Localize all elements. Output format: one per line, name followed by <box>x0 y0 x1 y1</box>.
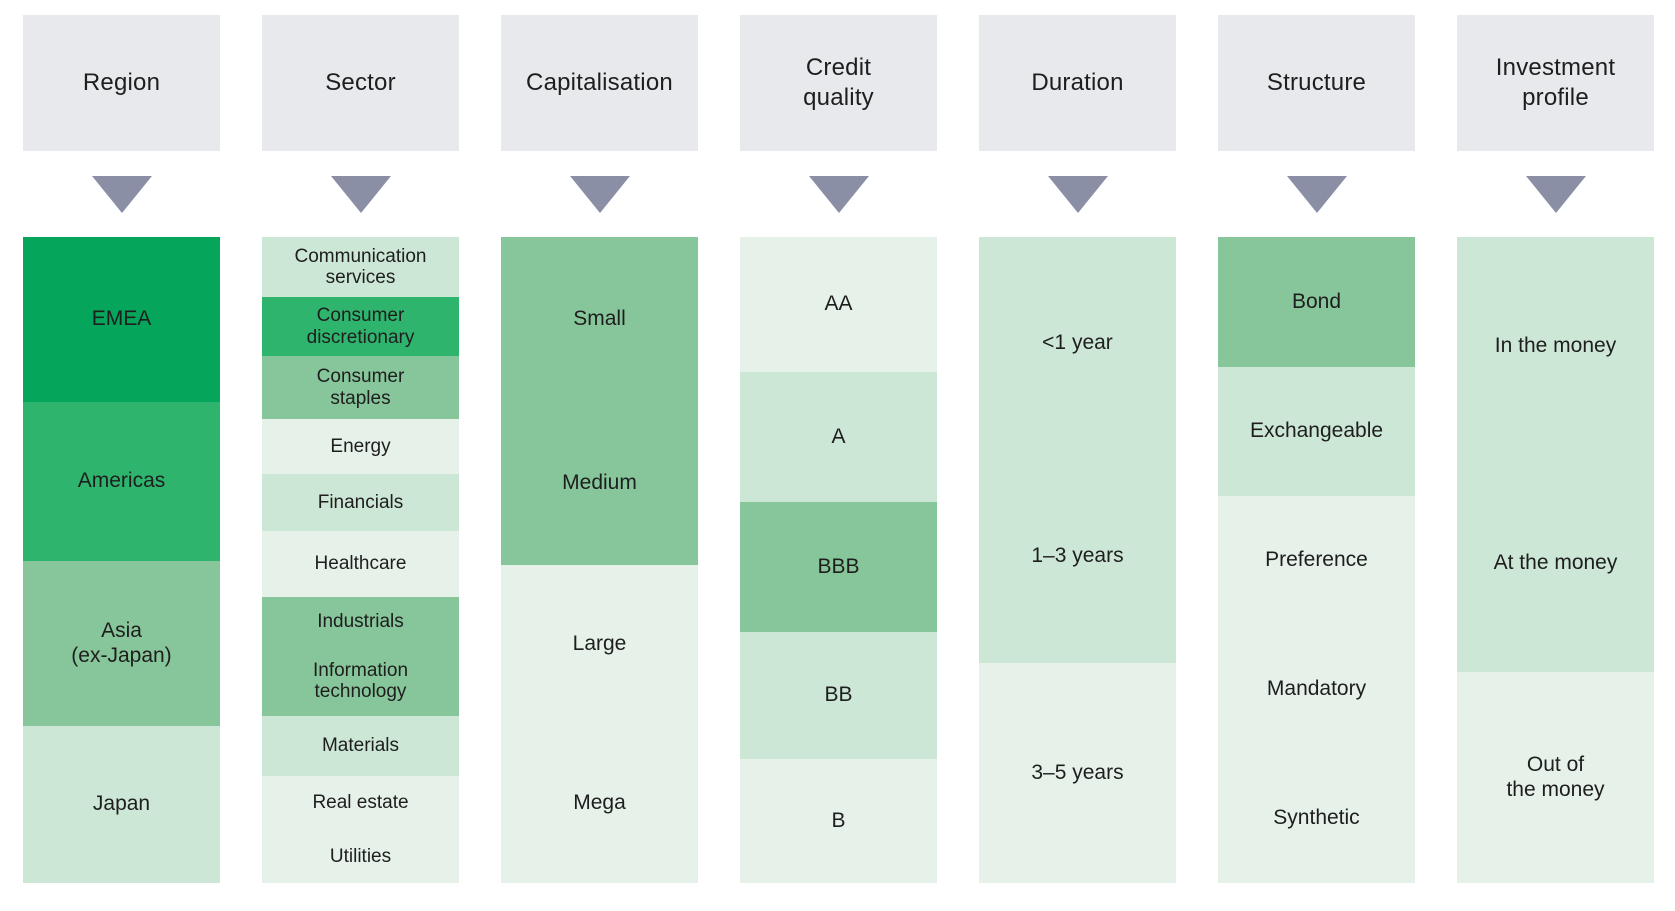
segment-japan: Japan <box>23 726 220 883</box>
segment-label-bbb: BBB <box>817 554 860 578</box>
segment-aa: AA <box>740 237 937 372</box>
segment-label-industrials: Industrials <box>317 610 404 632</box>
segment-label-preference: Preference <box>1265 548 1368 572</box>
segment-label-materials: Materials <box>321 735 400 757</box>
segment-label-utilities: Utilities <box>329 845 392 867</box>
column-header-investment-profile: Investment profile <box>1457 15 1654 151</box>
arrow-area <box>979 151 1176 237</box>
column-header-structure: Structure <box>1218 15 1415 151</box>
segment-label-small: Small <box>573 306 626 330</box>
segment-healthcare: Healthcare <box>262 531 459 597</box>
segment-label-communication-services: Communication services <box>294 245 427 288</box>
segment-consumer-discretionary: Consumer discretionary <box>262 297 459 356</box>
column-investment-profile: Investment profile In the money At the mon… <box>1457 15 1654 883</box>
arrow-area <box>1218 151 1415 237</box>
segment-exchangeable: Exchangeable <box>1218 367 1415 496</box>
segment-label-healthcare: Healthcare <box>314 553 407 575</box>
segment-label-exchangeable: Exchangeable <box>1249 419 1384 443</box>
arrow-down-icon <box>808 175 869 213</box>
segment-label-bb: BB <box>824 683 853 707</box>
segment-1-year: <1 year 1–3 years <box>979 237 1176 663</box>
segment-label-b: B <box>831 808 846 832</box>
arrow-down-icon <box>330 175 391 213</box>
segment-label-aa: AA <box>824 292 853 316</box>
segment-label-large: Large <box>572 632 627 656</box>
column-header-credit-quality: Credit quality <box>740 15 937 151</box>
segment-label-consumer-discretionary: Consumer discretionary <box>306 305 415 348</box>
segment-label-synthetic: Synthetic <box>1273 806 1360 830</box>
segment-asia-ex-japan: Asia (ex-Japan) <box>23 561 220 726</box>
segment-label-energy: Energy <box>330 435 391 457</box>
segment-bbb: BBB <box>740 502 937 632</box>
segment-label-bond: Bond <box>1291 289 1342 313</box>
segment-label-consumer-staples: Consumer staples <box>316 366 405 409</box>
segment-americas: Americas <box>23 402 220 561</box>
segment-in-the-money: In the money At the money <box>1457 237 1654 672</box>
column-header-duration: Duration <box>979 15 1176 151</box>
segment-3-5-years: 3–5 years <box>979 663 1176 883</box>
arrow-area <box>501 151 698 237</box>
segment-b: B <box>740 759 937 883</box>
arrow-down-icon <box>91 175 152 213</box>
segment-communication-services: Communication services <box>262 237 459 297</box>
column-header-sector: Sector <box>262 15 459 151</box>
segment-label-information-technology: Information technology <box>312 659 409 702</box>
column-duration: Duration <1 year 1–3 years 3–5 years <box>979 15 1176 883</box>
segment-label-asia-ex-japan: Asia (ex-Japan) <box>71 619 172 667</box>
segment-emea: EMEA <box>23 237 220 402</box>
segment-label-emea: EMEA <box>91 307 152 331</box>
segment-a: A <box>740 372 937 502</box>
arrow-area <box>1457 151 1654 237</box>
column-header-capitalisation: Capitalisation <box>501 15 698 151</box>
segment-label-mandatory: Mandatory <box>1266 677 1367 701</box>
segment-label-1-year: <1 year <box>1042 331 1113 355</box>
arrow-area <box>23 151 220 237</box>
segment-label-financials: Financials <box>317 491 404 513</box>
segment-label-real-estate: Real estate <box>312 792 409 814</box>
segment-financials: Financials <box>262 474 459 531</box>
arrow-area <box>740 151 937 237</box>
arrow-area <box>262 151 459 237</box>
segment-label-americas: Americas <box>77 469 166 493</box>
segment-materials: Materials <box>262 716 459 776</box>
segment-consumer-staples: Consumer staples <box>262 356 459 419</box>
segment-label-1-3-years: 1–3 years <box>1031 544 1124 568</box>
arrow-down-icon <box>1525 175 1586 213</box>
segment-bond: Bond <box>1218 237 1415 367</box>
segment-label-in-the-money: In the money <box>1494 333 1617 357</box>
segment-label-at-the-money: At the money <box>1493 551 1618 575</box>
segment-label-out-of-the-money: Out of the money <box>1506 753 1605 801</box>
column-header-region: Region <box>23 15 220 151</box>
segment-label-a: A <box>831 424 846 448</box>
segment-label-japan: Japan <box>92 792 151 816</box>
segment-out-of-the-money: Out of the money <box>1457 672 1654 883</box>
segment-label-3-5-years: 3–5 years <box>1031 760 1124 784</box>
segment-label-mega: Mega <box>573 791 626 815</box>
segment-label-medium: Medium <box>562 470 637 494</box>
arrow-down-icon <box>1286 175 1347 213</box>
segment-bb: BB <box>740 632 937 759</box>
arrow-down-icon <box>569 175 630 213</box>
segment-energy: Energy <box>262 419 459 474</box>
arrow-down-icon <box>1047 175 1108 213</box>
segment-stack: <1 year 1–3 years 3–5 years <box>979 237 1176 883</box>
